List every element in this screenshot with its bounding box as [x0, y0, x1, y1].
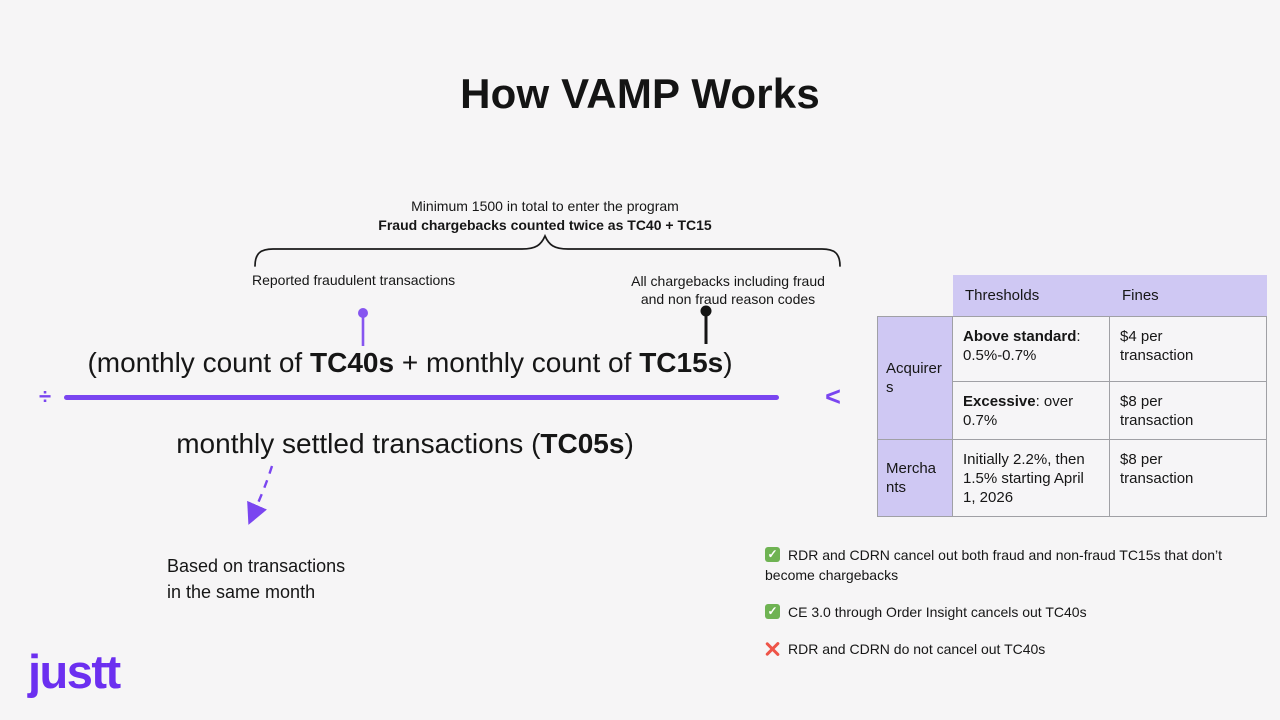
all-chargebacks-label-line1: All chargebacks including fraud	[631, 273, 825, 289]
curly-brace	[254, 233, 841, 267]
check-icon	[765, 604, 780, 619]
fine-value: $8 per transaction	[1120, 451, 1194, 487]
bullet-text: RDR and CDRN do not cancel out TC40s	[788, 641, 1046, 657]
tc40-pin	[358, 308, 368, 346]
column-header-fines: Fines	[1110, 275, 1267, 316]
fraction-bar	[64, 395, 779, 400]
tc15-pin	[700, 305, 712, 344]
less-than-icon: <	[825, 381, 841, 412]
program-entry-note-line1: Minimum 1500 in total to enter the progr…	[411, 198, 679, 214]
remediation-bullets: RDR and CDRN cancel out both fraud and n…	[765, 545, 1255, 676]
list-item: RDR and CDRN do not cancel out TC40s	[765, 639, 1255, 659]
same-month-note-line2: in the same month	[167, 582, 316, 602]
acquirers-threshold-excessive-cell: Excessive: over 0.7%	[953, 382, 1110, 440]
same-month-note: Based on transactions in the same month	[167, 553, 345, 605]
merchants-fine-cell: $8 per transaction	[1110, 440, 1267, 517]
reported-fraud-label: Reported fraudulent transactions	[252, 272, 456, 288]
threshold-value: : over 0.7%	[963, 393, 1074, 429]
numerator-text: (monthly count of	[87, 347, 310, 378]
fine-value: $8 per transaction	[1120, 393, 1194, 429]
dashed-arrow	[247, 465, 274, 525]
acquirers-threshold-standard-cell: Above standard: 0.5%-0.7%	[953, 316, 1110, 382]
list-item: RDR and CDRN cancel out both fraud and n…	[765, 545, 1255, 585]
thresholds-fines-table: Thresholds Fines Acquirers Above standar…	[877, 275, 1267, 517]
table-corner-cell	[877, 275, 953, 316]
row-label-merchants: Merchants	[877, 440, 953, 517]
denominator-text: )	[624, 428, 634, 459]
threshold-name: Above standard	[963, 328, 1077, 345]
acquirers-fine-excessive-cell: $8 per transaction	[1110, 382, 1267, 440]
tc05s-term: TC05s	[540, 428, 625, 459]
tc40s-term: TC40s	[310, 347, 395, 378]
threshold-value: : 0.5%-0.7%	[963, 328, 1081, 364]
same-month-note-line1: Based on transactions	[167, 556, 346, 576]
bullet-text: CE 3.0 through Order Insight cancels out…	[788, 604, 1087, 620]
bullet-text: RDR and CDRN cancel out both fraud and n…	[765, 547, 1222, 583]
list-item: CE 3.0 through Order Insight cancels out…	[765, 602, 1255, 622]
merchants-threshold-cell: Initially 2.2%, then 1.5% starting April…	[953, 440, 1110, 517]
check-icon	[765, 547, 780, 562]
fine-value: $4 per transaction	[1120, 328, 1194, 364]
formula-denominator: monthly settled transactions (TC05s)	[176, 428, 634, 460]
row-label-acquirers: Acquirers	[877, 316, 953, 440]
numerator-text: + monthly count of	[394, 347, 640, 378]
tc15s-term: TC15s	[639, 347, 724, 378]
program-entry-note: Minimum 1500 in total to enter the progr…	[378, 197, 711, 235]
all-chargebacks-label-line2: and non fraud reason codes	[640, 291, 816, 307]
formula-numerator: (monthly count of TC40s + monthly count …	[87, 347, 732, 379]
divide-icon: ÷	[38, 383, 52, 409]
acquirers-fine-standard-cell: $4 per transaction	[1110, 316, 1267, 382]
program-entry-note-line2: Fraud chargebacks counted twice as TC40 …	[378, 217, 712, 233]
numerator-text: )	[723, 347, 733, 378]
threshold-name: Excessive	[963, 393, 1036, 410]
denominator-text: monthly settled transactions (	[176, 428, 541, 459]
column-header-thresholds: Thresholds	[953, 275, 1110, 316]
cross-icon	[765, 641, 780, 656]
justt-logo: justt	[28, 645, 121, 698]
page-title: How VAMP Works	[460, 70, 820, 117]
all-chargebacks-label: All chargebacks including fraud and non …	[631, 272, 825, 308]
